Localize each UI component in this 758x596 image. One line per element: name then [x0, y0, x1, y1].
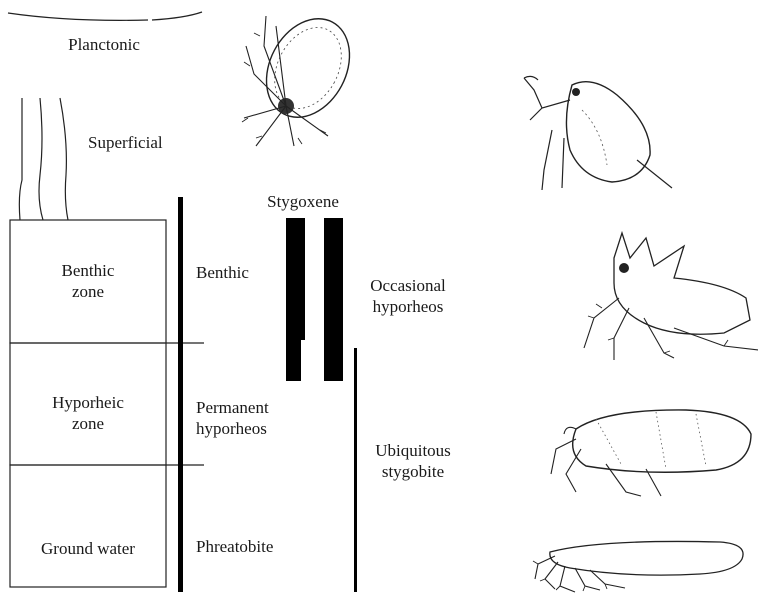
ostracod-illustration [546, 404, 756, 499]
occasional-hyporheos-label: Occasional hyporheos [352, 275, 464, 317]
occasional-hyporheos-line-1: Occasional [352, 275, 464, 296]
worm-mite-illustration [530, 524, 750, 594]
surface-line-right [152, 12, 202, 20]
ground-water-label: Ground water [10, 538, 166, 559]
hyporheic-zone-line-2: zone [10, 413, 166, 434]
superficial-stem-2 [39, 98, 43, 220]
phreatobite-label: Phreatobite [196, 536, 273, 557]
ubiquitous-stygobite-label: Ubiquitous stygobite [358, 440, 468, 482]
ubiquitous-stygobite-line-2: stygobite [358, 461, 468, 482]
cladoceran-illustration [512, 70, 682, 195]
superficial-stem-3 [60, 98, 68, 220]
stygobite-line [354, 348, 357, 592]
planctonic-label: Planctonic [46, 34, 162, 55]
mite-illustration [236, 6, 366, 156]
horned-mite-illustration [574, 228, 758, 363]
hyporheic-zone-line-1: Hyporheic [10, 392, 166, 413]
occasional-hyporheos-line-2: hyporheos [352, 296, 464, 317]
benthic-zone-line-1: Benthic [10, 260, 166, 281]
stygoxene-bar-right [324, 218, 343, 381]
superficial-label: Superficial [88, 132, 163, 153]
permanent-hyporheos-line-2: hyporheos [196, 418, 269, 439]
benthic-zone-label: Benthic zone [10, 260, 166, 302]
surface-line-left [8, 13, 148, 20]
benthic-category-label: Benthic [196, 262, 249, 283]
hyporheic-zone-label: Hyporheic zone [10, 392, 166, 434]
permanent-hyporheos-label: Permanent hyporheos [196, 397, 269, 439]
benthic-zone-line-2: zone [10, 281, 166, 302]
stygoxene-label: Stygoxene [248, 191, 358, 212]
ground-water-box [10, 465, 166, 587]
ubiquitous-stygobite-line-1: Ubiquitous [358, 440, 468, 461]
superficial-stem-1 [19, 98, 22, 220]
main-vertical-bar [178, 197, 183, 592]
stygoxene-bar-left [286, 218, 305, 381]
permanent-hyporheos-line-1: Permanent [196, 397, 269, 418]
